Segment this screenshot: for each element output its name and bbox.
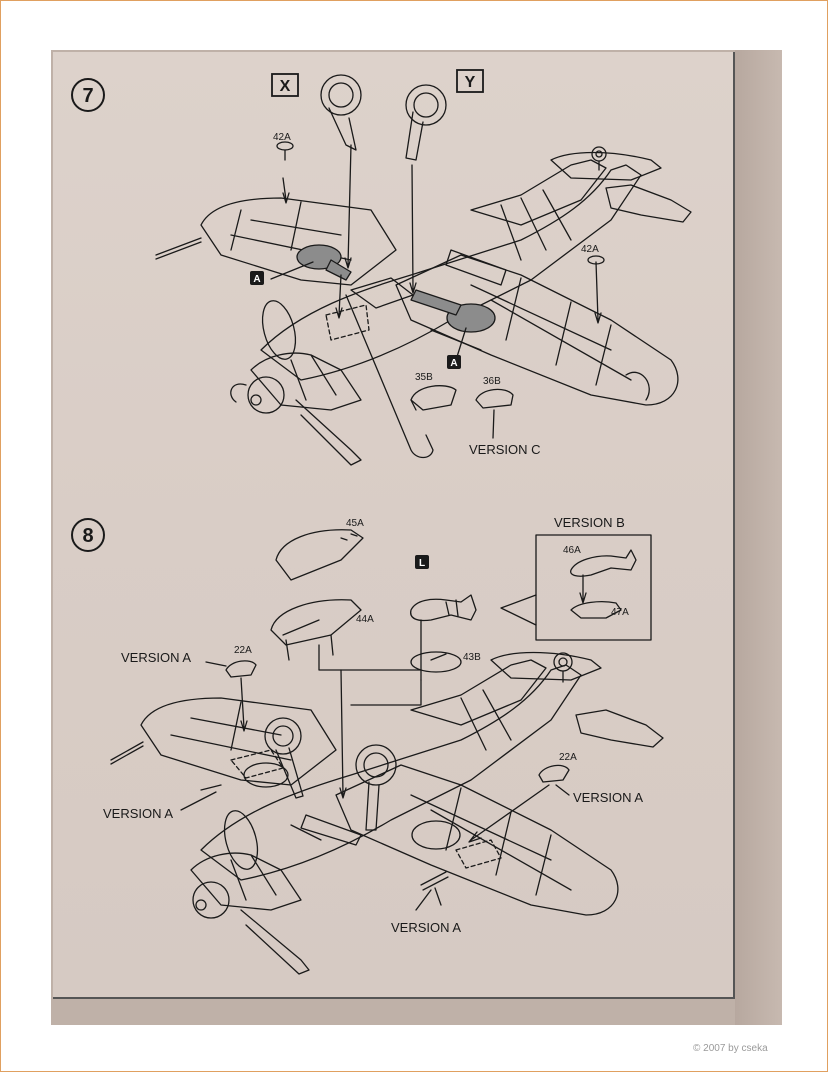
part-label-42a-left: 42A [273, 132, 291, 143]
part-label-46a: 46A [563, 545, 581, 556]
svg-text:A: A [253, 274, 260, 285]
part-label-45a: 45A [346, 518, 364, 529]
step8-number: 8 [71, 518, 105, 552]
paper-shadow [735, 50, 782, 1025]
step7-number: 7 [71, 78, 105, 112]
instruction-photo: 7 8 X Y A A L 42A 42A 35B [51, 50, 782, 1025]
part-label-22a-left: 22A [234, 645, 252, 656]
marker-a-right: A [447, 355, 461, 369]
marker-a-left: A [250, 271, 264, 285]
part-label-35b: 35B [415, 372, 433, 383]
part-label-44a: 44A [356, 614, 374, 625]
version-a-label-3: VERSION A [573, 790, 643, 805]
part-label-47a: 47A [611, 607, 629, 618]
instruction-drawing: 7 8 X Y A A L 42A 42A 35B [71, 69, 692, 975]
version-b-title: VERSION B [554, 515, 625, 530]
svg-text:X: X [280, 78, 291, 95]
part-label-42a-right: 42A [581, 244, 599, 255]
svg-text:L: L [419, 558, 425, 569]
svg-text:8: 8 [82, 525, 93, 547]
svg-text:A: A [450, 358, 457, 369]
step7-airplane [155, 74, 692, 466]
part-label-36b: 36B [483, 376, 501, 387]
option-x-box: X [271, 73, 299, 97]
part-label-22a-right: 22A [559, 752, 577, 763]
version-a-label-1: VERSION A [121, 650, 191, 665]
svg-text:7: 7 [82, 85, 93, 107]
marker-l: L [415, 555, 429, 569]
copyright-text: © 2007 by cseka [693, 1043, 768, 1054]
step8-airplane [110, 529, 664, 975]
version-a-label-2: VERSION A [103, 806, 173, 821]
version-c-label: VERSION C [469, 442, 541, 457]
part-label-43b: 43B [463, 652, 481, 663]
svg-text:Y: Y [465, 74, 476, 91]
version-a-label-4: VERSION A [391, 920, 461, 935]
option-y-box: Y [456, 69, 484, 93]
